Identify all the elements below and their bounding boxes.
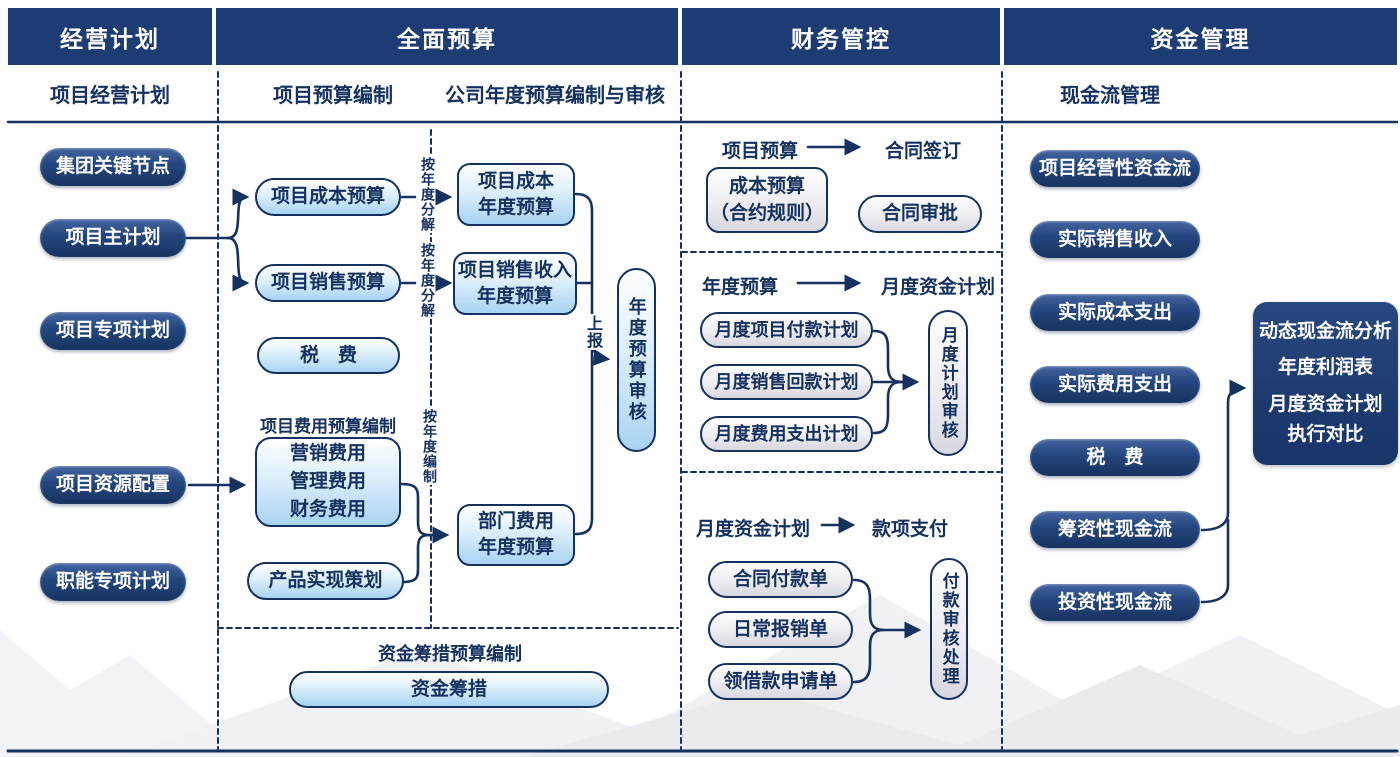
- compile-by-year-label: 按年度编制: [422, 408, 438, 485]
- plan-node-resource-config: 项目资源配置: [40, 466, 186, 504]
- plan-node-special-plan: 项目专项计划: [40, 312, 186, 350]
- daily-reimbursement-slip-pill: 日常报销单: [708, 611, 853, 648]
- report-up-label: 上报: [584, 314, 601, 350]
- dept-fee-line2: 年度预算: [477, 537, 554, 558]
- section2-from-label: 年度预算: [701, 277, 778, 298]
- loan-application-slip-pill: 领借款申请单: [708, 663, 853, 700]
- subheader-cashflow-management: 现金流管理: [1060, 85, 1160, 107]
- fee-line-finance: 财务费用: [289, 499, 366, 520]
- section3-to-label: 款项支付: [871, 519, 948, 540]
- plan-node-master-plan: 项目主计划: [40, 219, 186, 257]
- cash-node-actual-sales: 实际销售收入: [1030, 221, 1200, 258]
- monthly-project-payment-pill: 月度项目付款计划: [700, 312, 873, 348]
- section3-from-label: 月度资金计划: [695, 519, 810, 540]
- dept-fee-line1: 部门费用: [477, 511, 554, 532]
- funding-budgeting-label: 资金筹措预算编制: [378, 644, 522, 664]
- annual-sales-line1: 项目销售收入: [457, 259, 572, 281]
- monthly-plan-review-capsule: 月度计划审核: [928, 310, 968, 456]
- plan-node-functional-plan: 职能专项计划: [40, 563, 186, 601]
- cost-budget-contract-box: 成本预算 （合约规则）: [706, 167, 828, 233]
- annual-sales-budget-box: 项目销售收入 年度预算: [453, 252, 577, 315]
- subheader-annual-budget-review: 公司年度预算编制与审核: [445, 85, 665, 107]
- dept-fee-budget-box: 部门费用 年度预算: [457, 504, 575, 566]
- analysis-line-compare: 执行对比: [1287, 424, 1364, 446]
- header-full-budget: 全面预算: [216, 8, 678, 65]
- contract-box-line1: 成本预算: [728, 176, 805, 197]
- annual-sales-line2: 年度预算: [476, 285, 553, 307]
- analysis-line-dynamic: 动态现金流分析: [1258, 321, 1392, 342]
- monthly-sales-collection-pill: 月度销售回款计划: [700, 364, 873, 400]
- cash-node-tax: 税 费: [1030, 439, 1200, 476]
- plan-node-group-key-points: 集团关键节点: [40, 148, 186, 186]
- annual-cost-budget-box: 项目成本 年度预算: [457, 163, 575, 226]
- header-business-plan: 经营计划: [8, 8, 212, 65]
- header-cash-management: 资金管理: [1004, 8, 1397, 65]
- funding-raise-pill: 资金筹措: [289, 671, 609, 708]
- budget-node-tax: 税 费: [257, 337, 400, 374]
- fee-line-management: 管理费用: [289, 471, 366, 492]
- cash-node-operating-flow: 项目经营性资金流: [1030, 150, 1200, 187]
- budget-node-product-planning: 产品实现策划: [247, 562, 404, 600]
- budget-node-project-cost: 项目成本预算: [255, 178, 401, 216]
- monthly-expense-pill: 月度费用支出计划: [700, 416, 873, 452]
- analysis-line-monthly: 月度资金计划: [1268, 393, 1383, 415]
- decompose-by-year-label-1: 按年度分解: [420, 156, 436, 233]
- section1-from-label: 项目预算: [721, 141, 798, 162]
- fee-budgeting-label: 项目费用预算编制: [260, 417, 396, 436]
- cash-node-investing-flow: 投资性现金流: [1030, 584, 1200, 621]
- analysis-line-profit: 年度利润表: [1277, 357, 1373, 379]
- payment-review-capsule: 付款审核处理: [930, 558, 968, 700]
- section2-to-label: 月度资金计划: [880, 277, 995, 298]
- contract-box-line2: （合约规则）: [709, 203, 824, 224]
- decompose-by-year-label-2: 按年度分解: [420, 242, 436, 319]
- annual-cost-line1: 项目成本: [477, 170, 554, 192]
- annual-budget-review-capsule: 年度预算审核: [617, 268, 656, 452]
- subheader-project-business-plan: 项目经营计划: [50, 85, 170, 107]
- contract-approval-pill: 合同审批: [858, 195, 982, 233]
- section1-to-label: 合同签订: [884, 141, 961, 162]
- contract-payment-slip-pill: 合同付款单: [708, 561, 853, 598]
- subheader-project-budgeting: 项目预算编制: [273, 85, 393, 107]
- cashflow-analysis-box: 动态现金流分析 年度利润表 月度资金计划 执行对比: [1253, 302, 1398, 465]
- budget-node-project-sales: 项目销售预算: [255, 264, 401, 302]
- header-finance-control: 财务管控: [682, 8, 1000, 65]
- cash-node-financing-flow: 筹资性现金流: [1030, 511, 1200, 548]
- cash-node-actual-cost: 实际成本支出: [1030, 294, 1200, 331]
- annual-cost-line2: 年度预算: [477, 196, 554, 218]
- fee-budget-box: 营销费用 管理费用 财务费用: [255, 437, 401, 527]
- cash-node-actual-expense: 实际费用支出: [1030, 366, 1200, 403]
- fee-line-marketing: 营销费用: [289, 443, 366, 464]
